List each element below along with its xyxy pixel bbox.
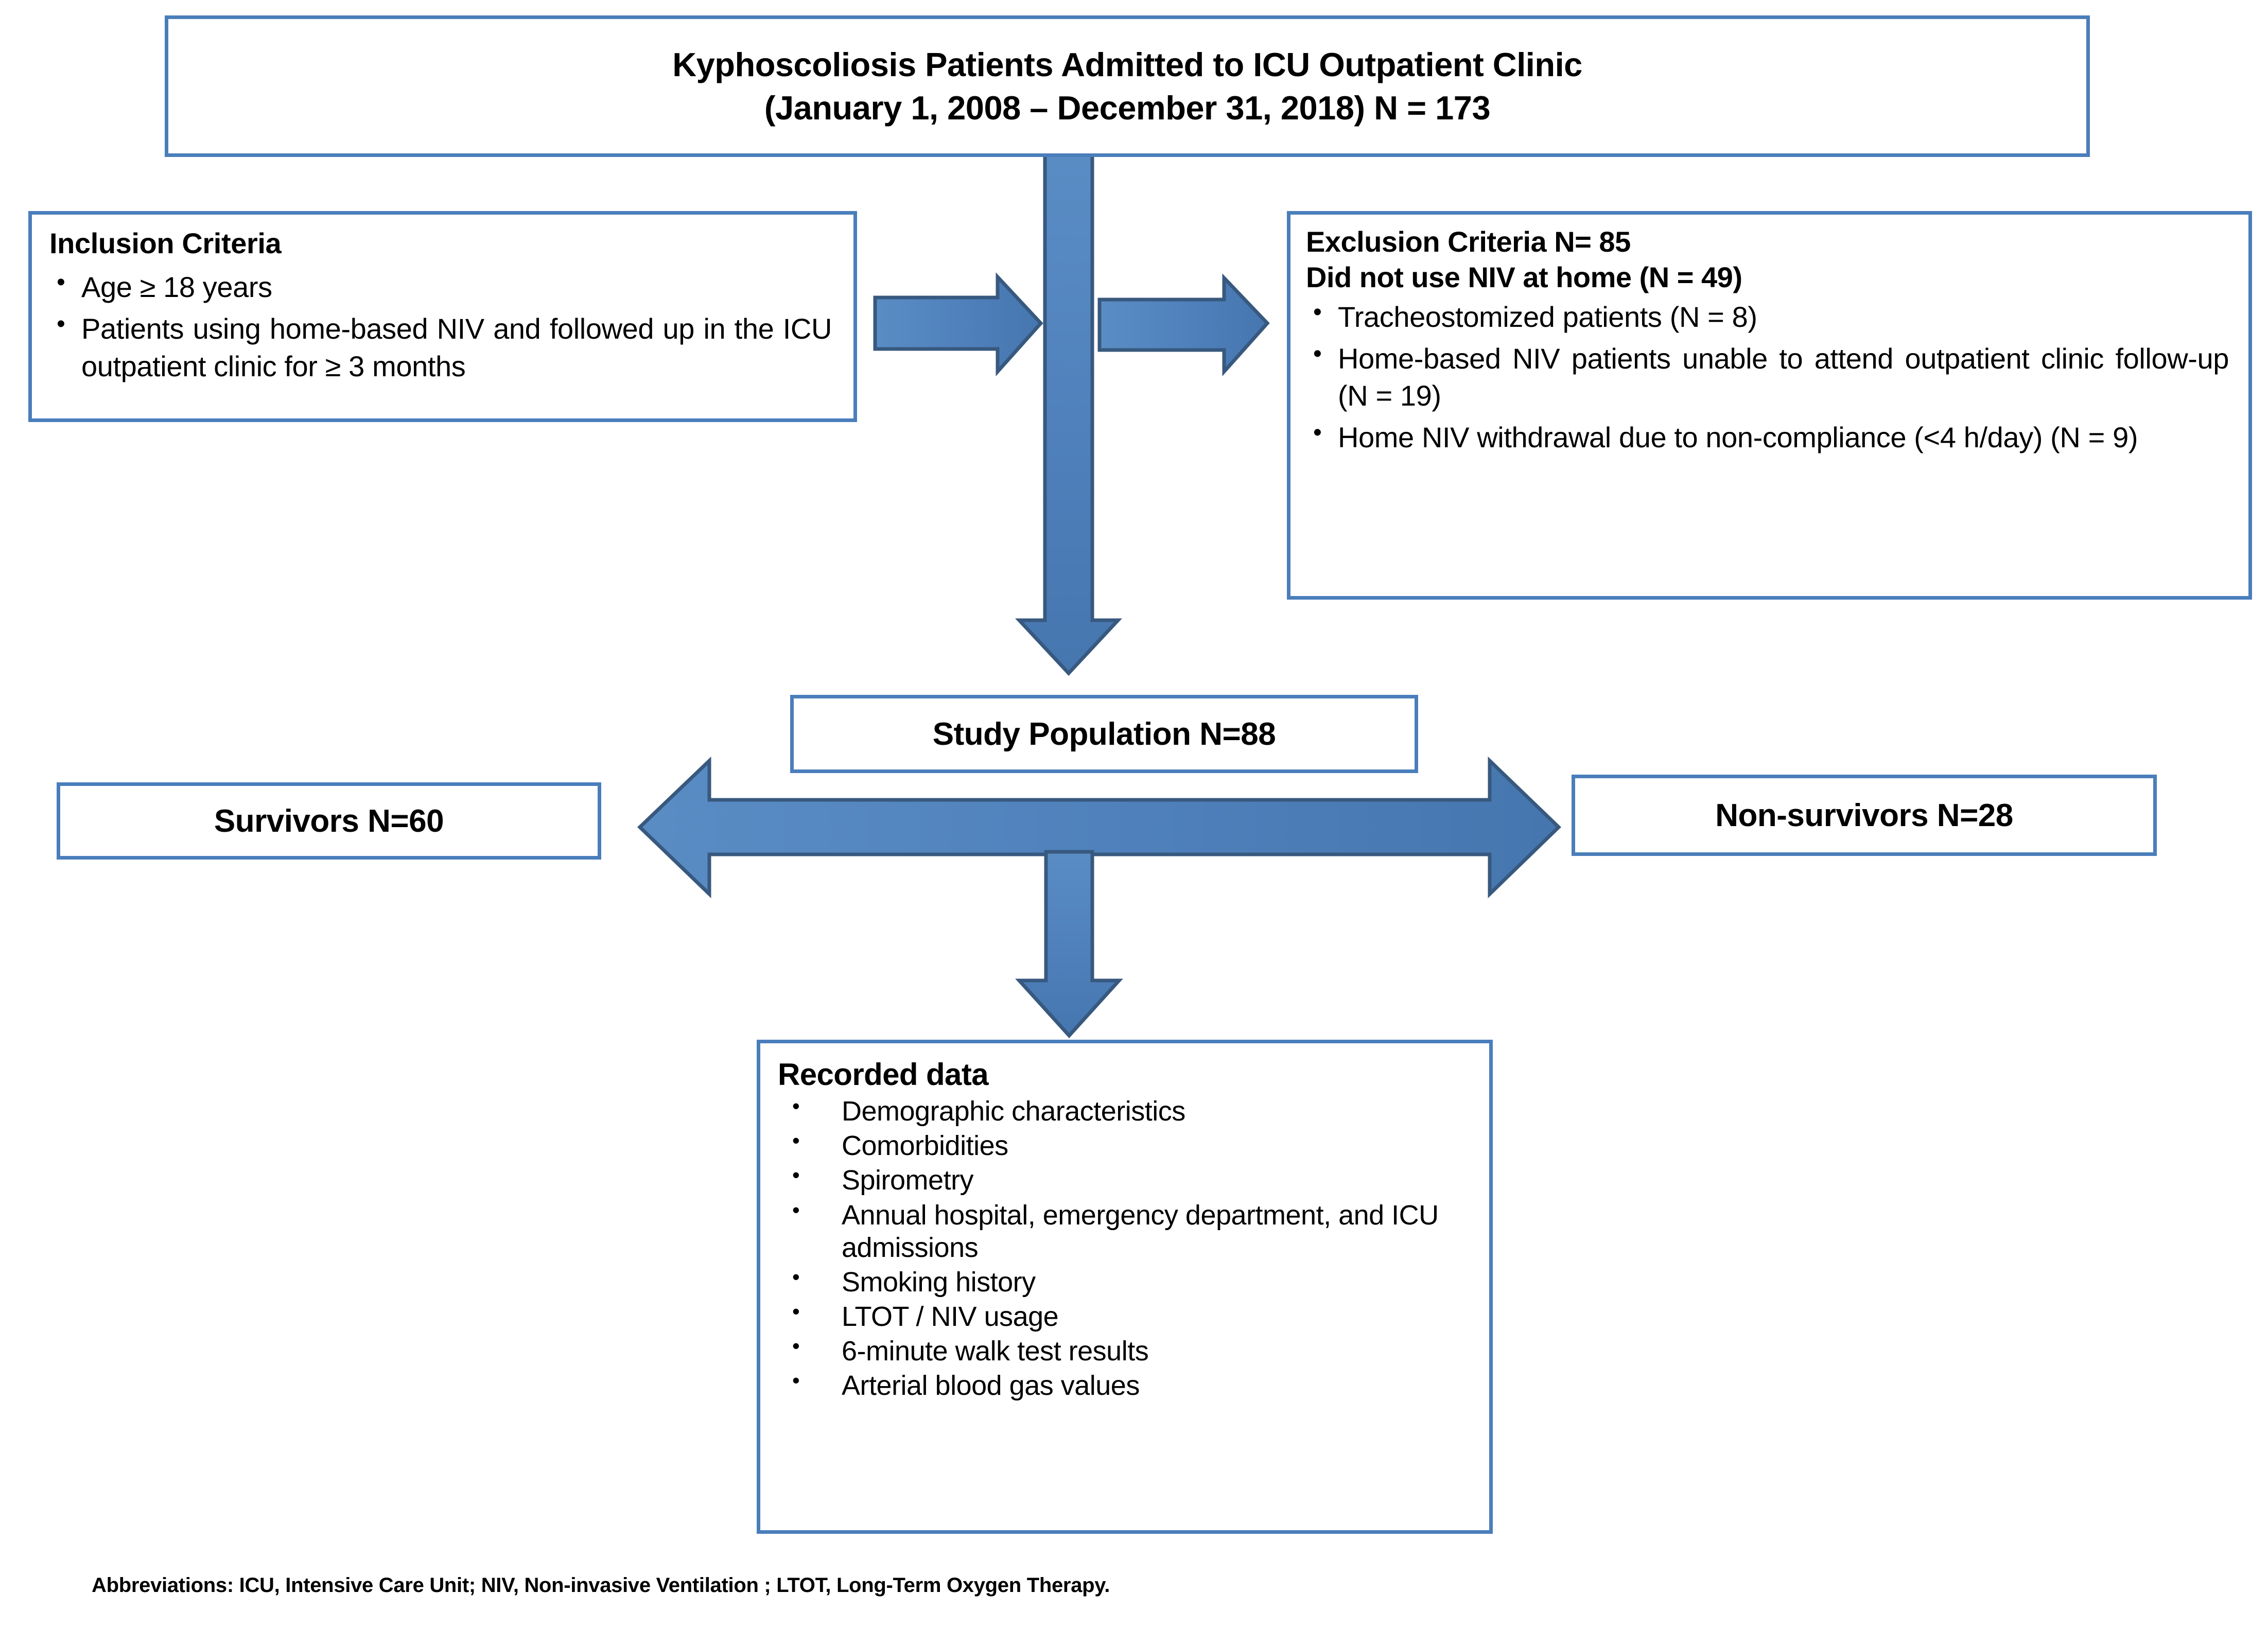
non-survivors-box: Non-survivors N=28 xyxy=(1572,775,2157,856)
study-population-label: Study Population N=88 xyxy=(932,716,1276,752)
non-survivors-label: Non-survivors N=28 xyxy=(1715,797,2013,833)
list-item: LTOT / NIV usage xyxy=(778,1299,1474,1333)
arrow-center-to-exclusion xyxy=(1097,273,1270,377)
recorded-data-content: Recorded data Demographic characteristic… xyxy=(760,1043,1489,1530)
arrow-study-population-to-recorded-data xyxy=(1015,850,1123,1039)
survivors-content: Survivors N=60 xyxy=(60,786,598,856)
list-item: Spirometry xyxy=(778,1162,1474,1197)
non-survivors-content: Non-survivors N=28 xyxy=(1575,778,2153,852)
recorded-data-box: Recorded data Demographic characteristic… xyxy=(757,1040,1493,1534)
recorded-data-heading: Recorded data xyxy=(778,1057,989,1092)
list-item: Smoking history xyxy=(778,1264,1474,1299)
inclusion-criteria-content: Inclusion Criteria Age ≥ 18 years Patien… xyxy=(32,215,853,418)
exclusion-criteria-content: Exclusion Criteria N= 85 Did not use NIV… xyxy=(1290,215,2248,596)
exclusion-criteria-heading: Exclusion Criteria N= 85 xyxy=(1306,225,1631,258)
list-item: Arterial blood gas values xyxy=(778,1368,1474,1402)
exclusion-criteria-subheading: Did not use NIV at home (N = 49) xyxy=(1306,261,1742,294)
recorded-data-list: Demographic characteristics Comorbiditie… xyxy=(778,1093,1474,1403)
survivors-label: Survivors N=60 xyxy=(214,803,444,839)
list-item: Home-based NIV patients unable to attend… xyxy=(1306,338,2233,415)
arrow-inclusion-to-center xyxy=(873,272,1043,377)
title-box-content: Kyphoscoliosis Patients Admitted to ICU … xyxy=(168,19,2086,153)
abbreviations-footnote: Abbreviations: ICU, Intensive Care Unit;… xyxy=(92,1574,1110,1597)
list-item: Age ≥ 18 years xyxy=(49,267,836,306)
exclusion-criteria-list: Tracheostomized patients (N = 8) Home-ba… xyxy=(1306,296,2233,457)
list-item: Tracheostomized patients (N = 8) xyxy=(1306,296,2233,336)
inclusion-criteria-heading: Inclusion Criteria xyxy=(49,227,282,259)
arrow-survivors-nonsurvivors-split xyxy=(637,756,1562,899)
title-line-1: Kyphoscoliosis Patients Admitted to ICU … xyxy=(672,46,1582,84)
list-item: Annual hospital, emergency department, a… xyxy=(778,1197,1474,1264)
arrow-title-to-study-population xyxy=(1015,152,1123,676)
inclusion-criteria-list: Age ≥ 18 years Patients using home-based… xyxy=(49,267,836,386)
inclusion-criteria-box: Inclusion Criteria Age ≥ 18 years Patien… xyxy=(28,211,857,422)
list-item: Patients using home-based NIV and follow… xyxy=(49,308,836,386)
study-population-box: Study Population N=88 xyxy=(790,695,1418,773)
exclusion-criteria-box: Exclusion Criteria N= 85 Did not use NIV… xyxy=(1287,211,2252,600)
survivors-box: Survivors N=60 xyxy=(57,782,601,860)
list-item: Demographic characteristics xyxy=(778,1093,1474,1128)
title-line-2: (January 1, 2008 – December 31, 2018) N … xyxy=(764,89,1491,127)
list-item: 6-minute walk test results xyxy=(778,1333,1474,1368)
study-population-content: Study Population N=88 xyxy=(794,698,1415,769)
list-item: Comorbidities xyxy=(778,1128,1474,1162)
list-item: Home NIV withdrawal due to non-complianc… xyxy=(1306,417,2233,457)
title-box: Kyphoscoliosis Patients Admitted to ICU … xyxy=(165,15,2090,157)
